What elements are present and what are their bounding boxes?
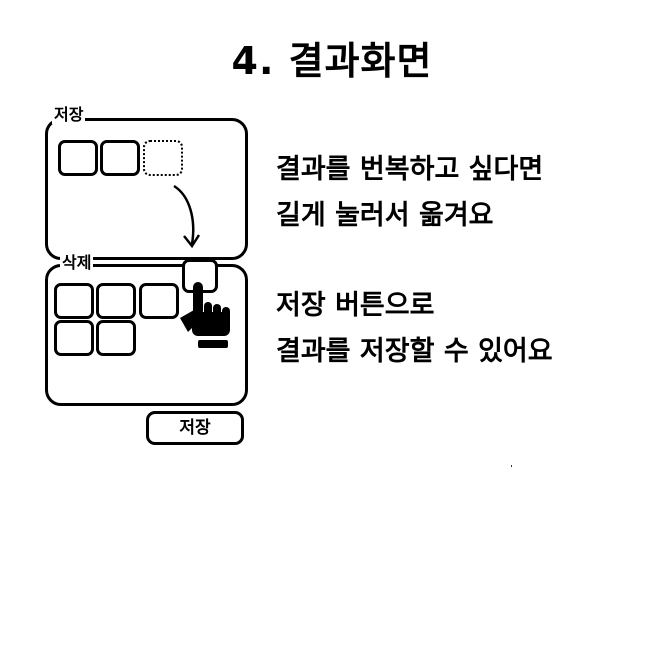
save-button[interactable]: 저장 [146, 411, 244, 445]
save-panel-label: 저장 [52, 105, 86, 124]
pointing-hand-icon [180, 282, 230, 348]
result-slot[interactable] [100, 140, 140, 176]
result-slot[interactable] [139, 283, 179, 319]
result-slot[interactable] [54, 320, 94, 356]
page-title: 4. 결과화면 [231, 39, 433, 83]
curved-arrow-icon [173, 184, 201, 249]
result-slot[interactable] [96, 283, 136, 319]
instruction-line: 결과를 번복하고 싶다면 [276, 154, 544, 185]
instruction-block-save: 저장 버튼으로 결과를 저장할 수 있어요 [276, 283, 553, 375]
empty-slot-placeholder [143, 140, 183, 176]
result-slot[interactable] [96, 320, 136, 356]
instruction-line: 길게 눌러서 옮겨요 [276, 200, 494, 231]
stray-dot [511, 465, 512, 467]
delete-panel-label: 삭제 [60, 253, 94, 272]
result-slot[interactable] [54, 283, 94, 319]
instruction-line: 저장 버튼으로 [276, 290, 435, 321]
instruction-block-move: 결과를 번복하고 싶다면 길게 눌러서 옮겨요 [276, 147, 543, 239]
result-slot[interactable] [58, 140, 98, 176]
instruction-line: 결과를 저장할 수 있어요 [276, 336, 553, 367]
